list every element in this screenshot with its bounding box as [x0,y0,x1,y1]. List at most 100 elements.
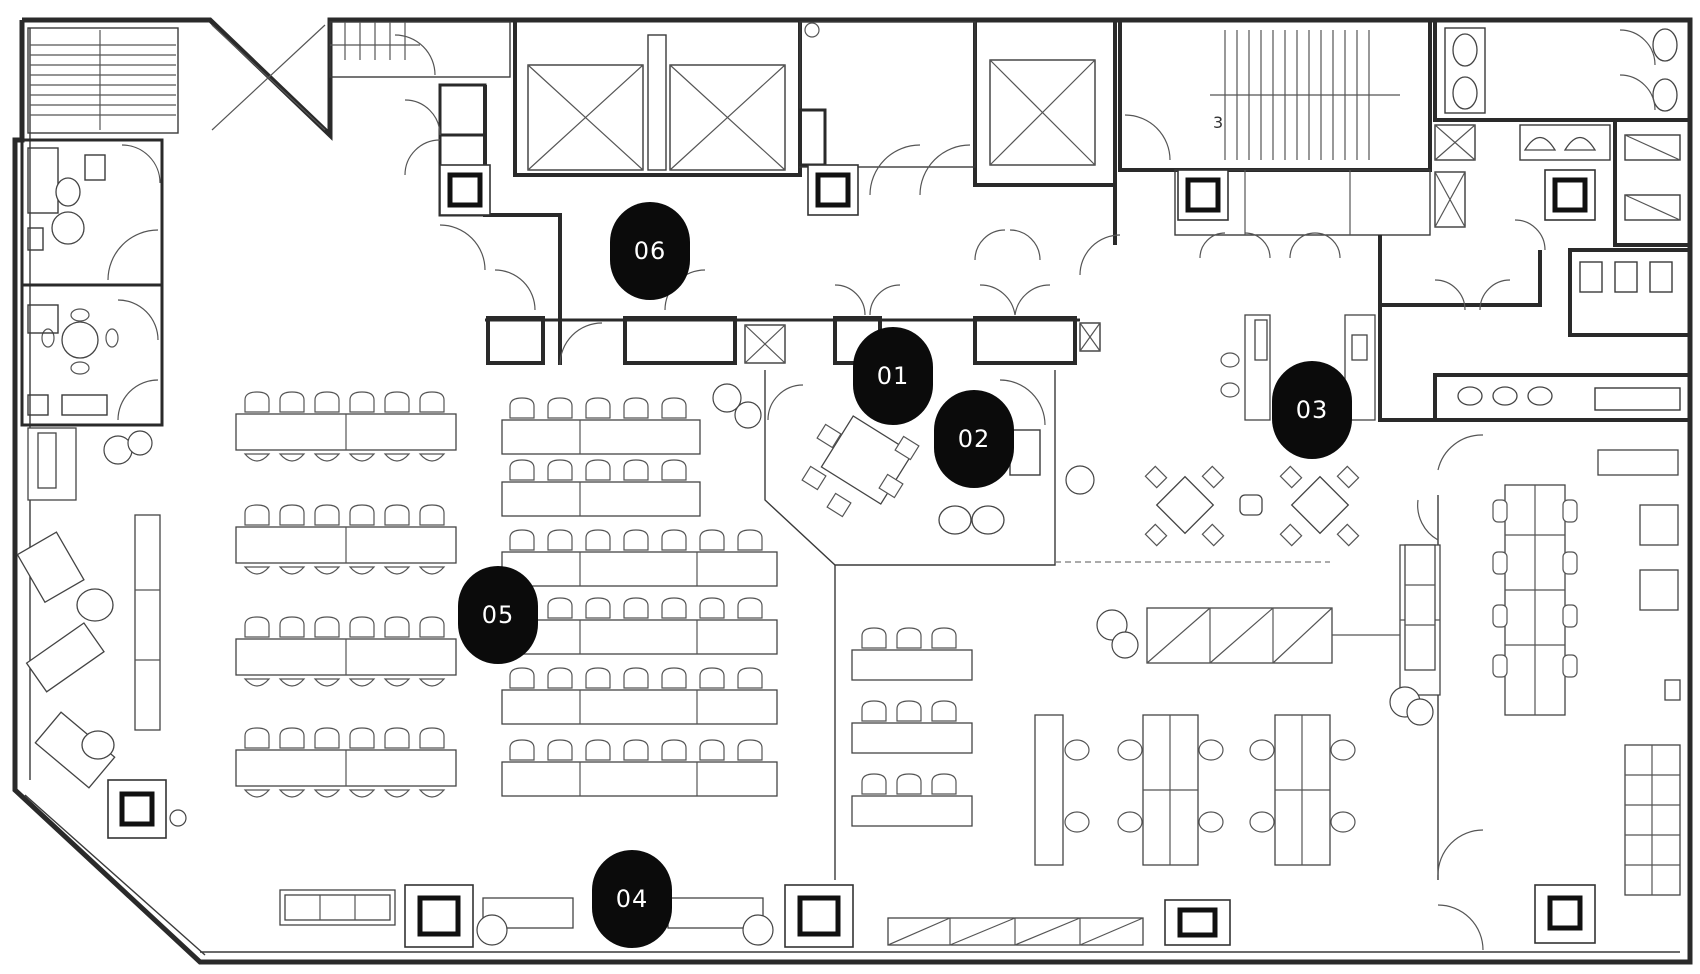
chair [384,727,410,749]
chair [509,397,535,419]
chair [244,616,270,638]
chair [585,597,611,619]
desk [501,419,701,455]
chair [896,627,922,649]
desk-area-05 [235,391,778,798]
chair [699,739,725,761]
marker-04[interactable]: 04 [592,850,672,948]
chair [348,789,376,798]
chair [547,597,573,619]
chair [931,627,957,649]
chair [314,504,340,526]
open-office-right [834,434,1681,951]
chair [384,616,410,638]
marker-05-label: 05 [482,601,515,629]
structural-pillars [107,164,1596,948]
marker-02[interactable]: 02 [934,390,1014,488]
chair [547,739,573,761]
chair [349,391,375,413]
chair [623,739,649,761]
desk [501,481,701,517]
chair [737,739,763,761]
chair [419,727,445,749]
marker-02-label: 02 [958,425,991,453]
chair [419,616,445,638]
chair [661,459,687,481]
stair-number-label: 3 [1213,113,1223,132]
chair [896,700,922,722]
chair [278,566,306,575]
marker-06[interactable]: 06 [610,202,690,300]
marker-04-label: 04 [616,885,649,913]
chair [313,789,341,798]
marker-01[interactable]: 01 [853,327,933,425]
left-private-rooms [20,138,164,427]
chair [699,597,725,619]
chair [243,678,271,687]
chair [931,773,957,795]
chair [623,597,649,619]
chair [623,529,649,551]
chair [279,727,305,749]
chair [278,678,306,687]
chair [279,616,305,638]
chair [585,667,611,689]
meeting-room [712,370,1095,566]
chair [737,597,763,619]
restrooms [1433,18,1692,422]
chair [314,391,340,413]
desk [851,795,973,827]
chair [699,529,725,551]
chair [349,504,375,526]
stairwell-left [27,24,326,134]
chair [861,700,887,722]
chair [547,459,573,481]
chair [547,529,573,551]
chair [418,678,446,687]
chair [547,397,573,419]
chair [585,739,611,761]
chair [313,566,341,575]
marker-06-label: 06 [634,237,667,265]
chair [509,459,535,481]
chair [348,566,376,575]
chair [383,789,411,798]
chair [737,667,763,689]
center-desks [851,627,973,827]
chair [313,678,341,687]
marker-05[interactable]: 05 [458,566,538,664]
chair [419,391,445,413]
chair [383,453,411,462]
chair [737,529,763,551]
marker-01-label: 01 [877,362,910,390]
desk [501,619,778,655]
desk [501,689,778,725]
chair [623,459,649,481]
left-lounge [16,427,161,789]
chair [314,727,340,749]
chair [623,397,649,419]
desk [851,722,973,754]
chair [931,700,957,722]
chair [509,529,535,551]
chair [383,678,411,687]
chair [243,453,271,462]
chair [509,667,535,689]
chair [509,739,535,761]
marker-03[interactable]: 03 [1272,361,1352,459]
chair [661,529,687,551]
chair [661,597,687,619]
marker-03-label: 03 [1296,396,1329,424]
chair [348,678,376,687]
desk [851,649,973,681]
chair [314,616,340,638]
chair [547,667,573,689]
chair [243,789,271,798]
chair [418,789,446,798]
chair [418,453,446,462]
chair [384,391,410,413]
chair [861,627,887,649]
chair [661,667,687,689]
chair [278,453,306,462]
